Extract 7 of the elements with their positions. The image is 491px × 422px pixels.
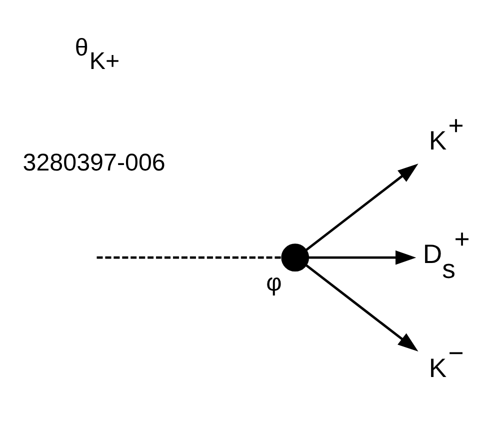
arrow [308,250,416,265]
connector [96,256,282,259]
arrow [306,264,418,352]
arrow [306,164,418,251]
label: 3280397-006 [22,149,166,176]
node-circle [281,244,310,272]
node-label: φ [266,269,282,296]
